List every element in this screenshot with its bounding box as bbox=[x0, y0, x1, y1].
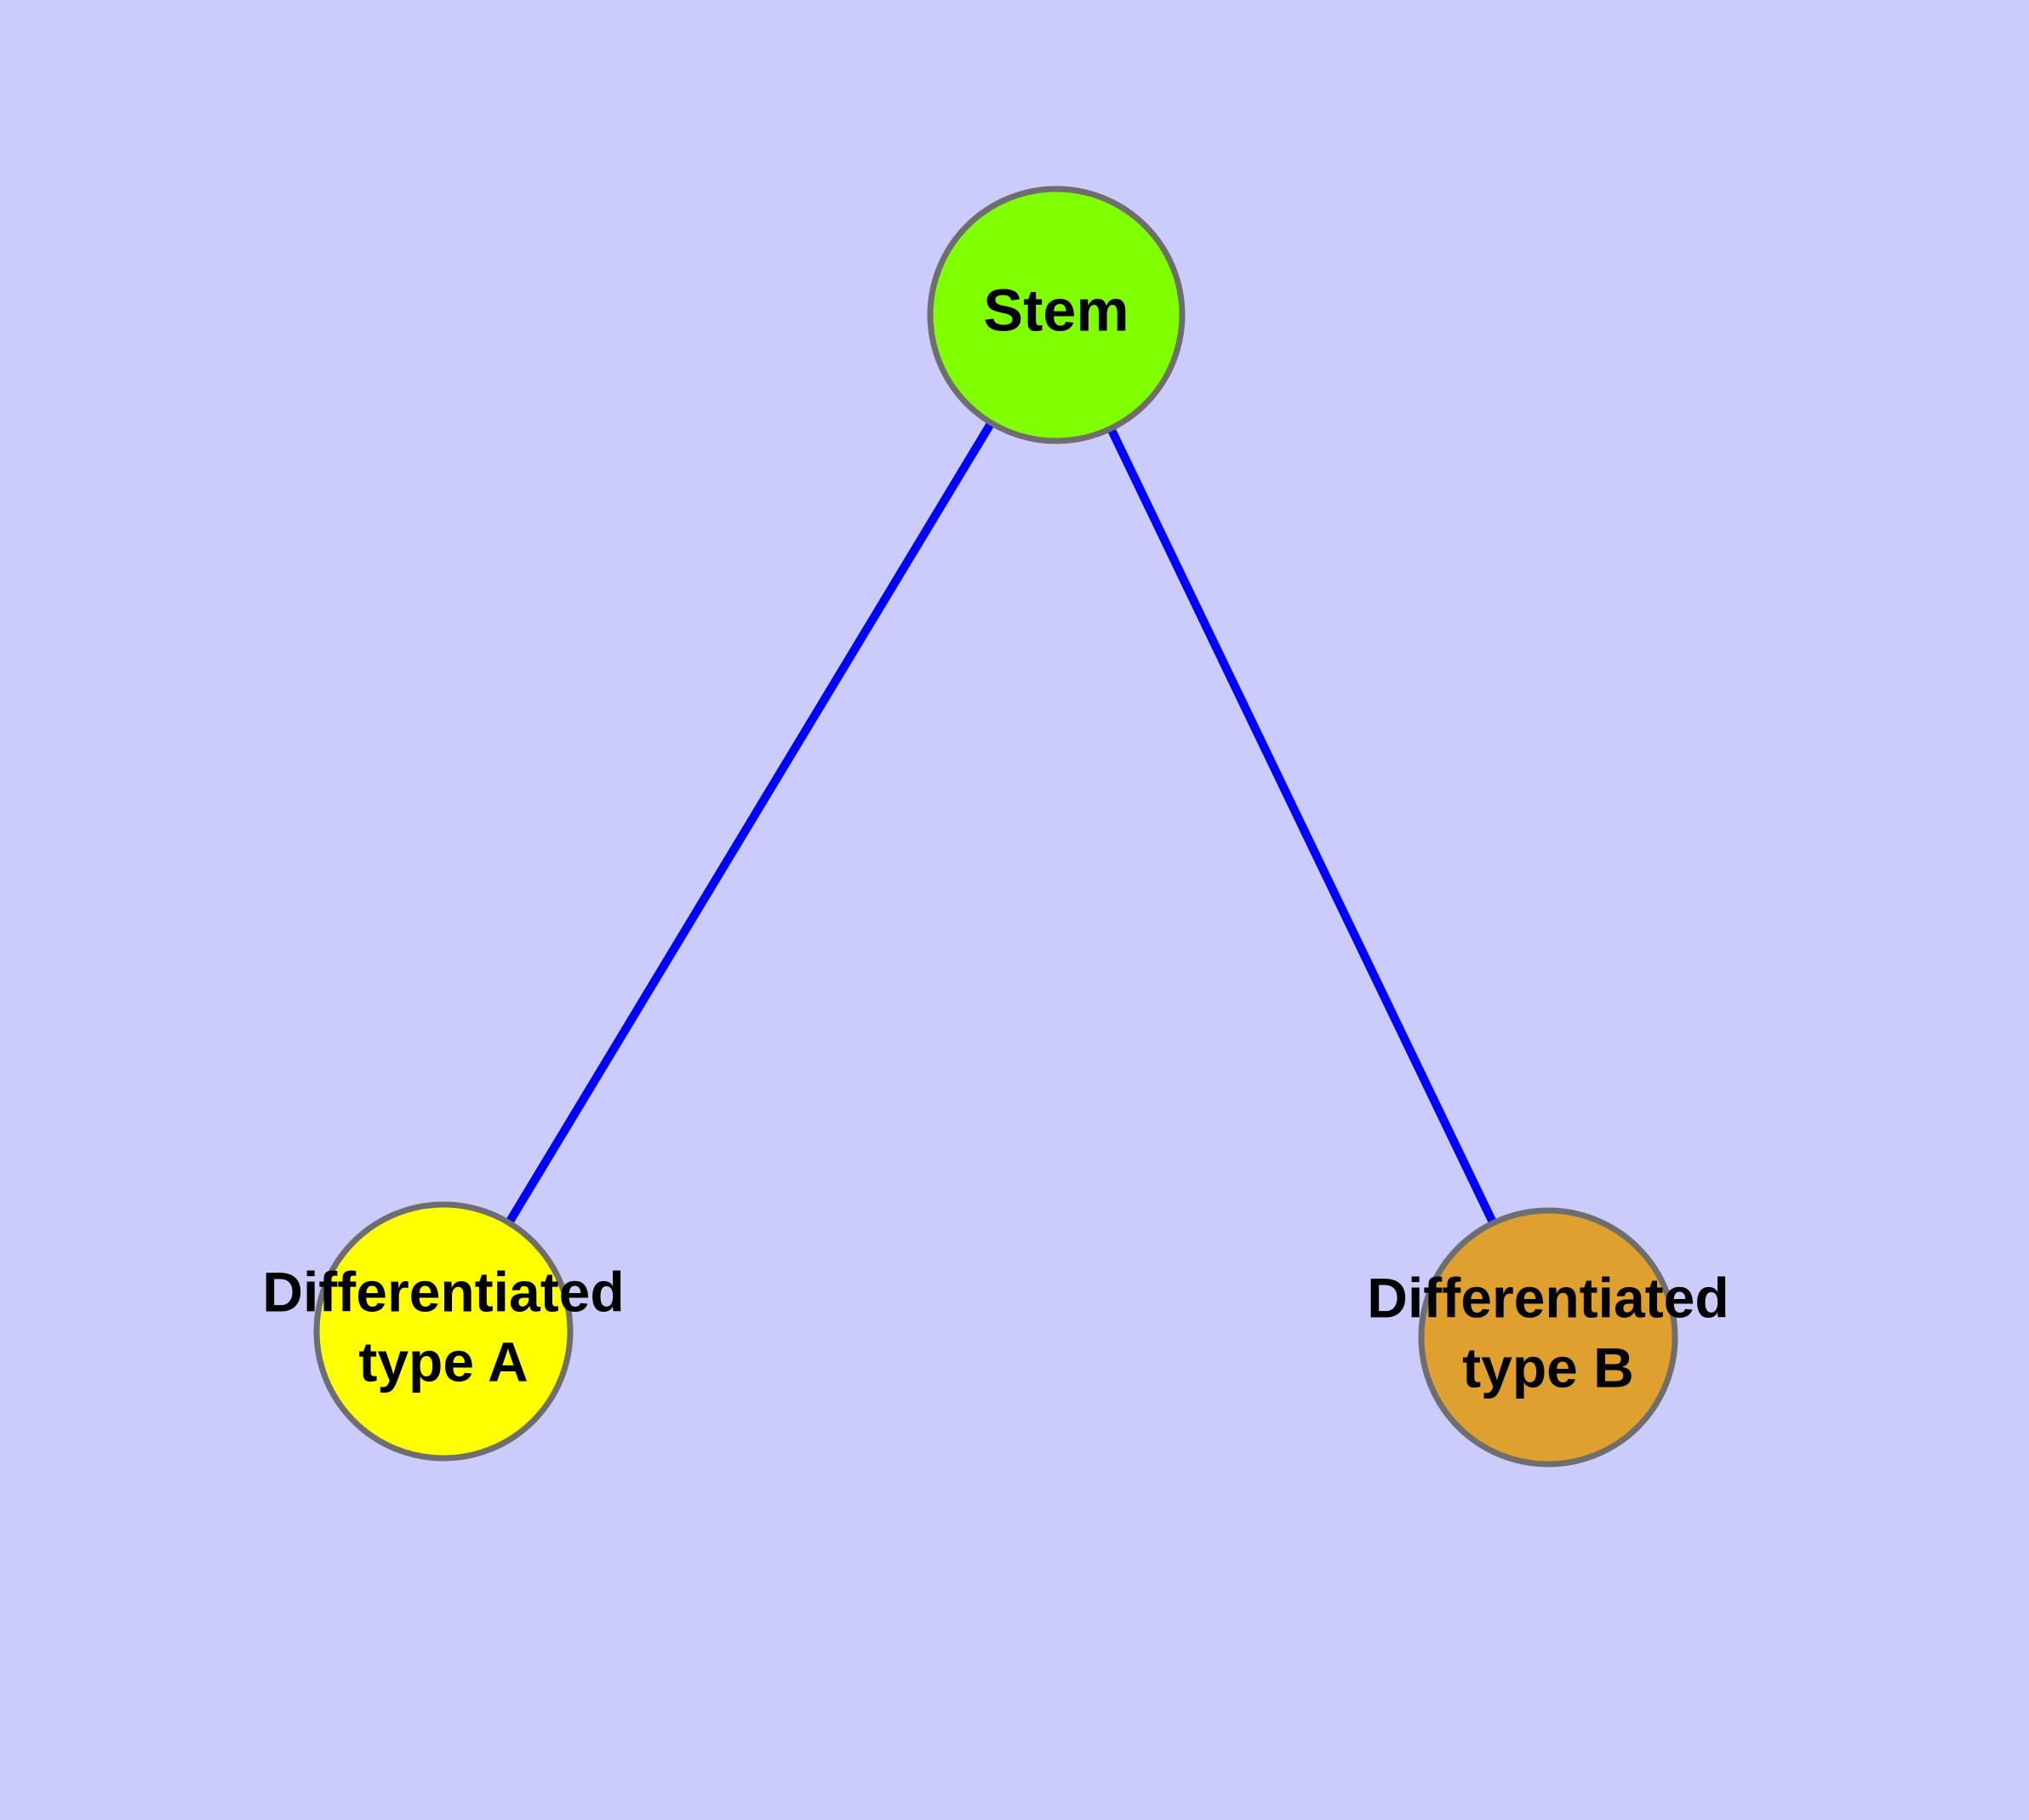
node-stem-label: Stem bbox=[983, 277, 1129, 343]
edge-stem-to-differentiated-type-b[interactable] bbox=[1052, 312, 1552, 1340]
node-differentiated-type-b-label-line2: type B bbox=[1462, 1336, 1634, 1399]
labels-layer: Stem Differentiated type A Differentiate… bbox=[262, 277, 1729, 1399]
node-differentiated-type-b-circle[interactable] bbox=[1418, 1207, 1678, 1468]
node-differentiated-type-a-circle[interactable] bbox=[313, 1201, 574, 1462]
node-differentiated-type-b-label-line1: Differentiated bbox=[1367, 1266, 1729, 1329]
edge-stem-to-differentiated-type-a[interactable] bbox=[439, 312, 1060, 1334]
node-stem-circle[interactable] bbox=[927, 186, 1186, 444]
nodes-layer bbox=[313, 186, 1678, 1468]
node-differentiated-type-a-label-line2: type A bbox=[358, 1330, 528, 1393]
edges-layer bbox=[439, 312, 1552, 1340]
node-differentiated-type-a-label-line1: Differentiated bbox=[262, 1260, 624, 1323]
